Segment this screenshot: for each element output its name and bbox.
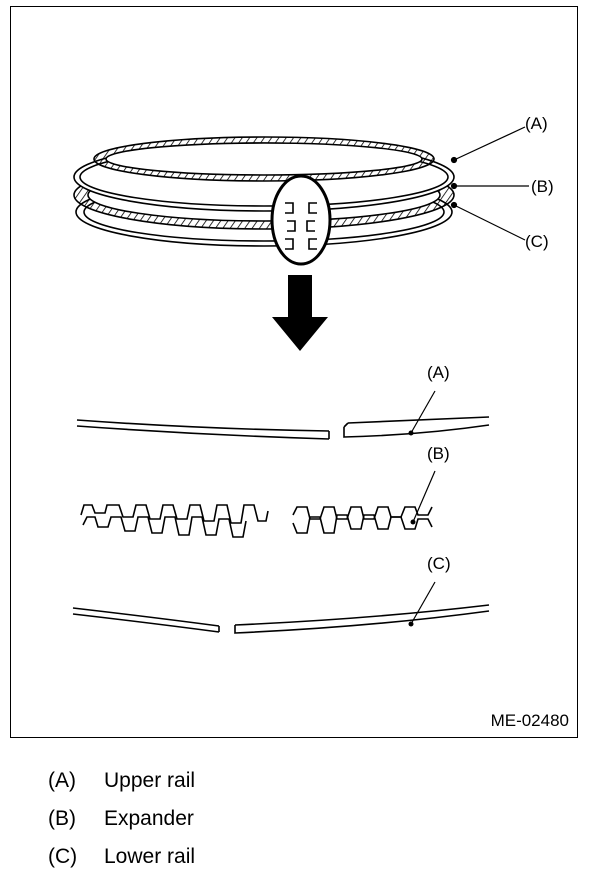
piston-ring-diagram: (A) (B) (C) (A) (B) [72,114,554,634]
legend-key: (B) [48,807,76,830]
legend-key: (A) [48,769,76,792]
callout-c-top: (C) [525,232,549,251]
legend-label: Lower rail [104,845,196,868]
callout-c-detail: (C) [427,554,451,573]
legend-label: Expander [104,807,194,830]
callout-b-detail: (B) [427,444,450,463]
figure-code: ME-02480 [490,711,569,730]
top-callouts [450,126,529,241]
callout-a-detail: (A) [427,363,450,382]
callout-a-top: (A) [525,114,548,133]
legend: (A) Upper rail (B) Expander (C) Lower ra… [48,762,195,876]
lower-rail-detail [72,604,490,634]
legend-label: Upper rail [104,769,196,792]
legend-item: (B) Expander [48,800,195,838]
callout-b-top: (B) [531,177,554,196]
legend-key: (C) [48,845,78,868]
gap-detail-oval [270,174,332,266]
upper-rail-detail [76,416,490,440]
legend-item: (C) Lower rail [48,838,195,876]
figure-frame: (A) (B) (C) (A) (B) [10,6,578,738]
expander-detail [80,504,433,538]
upper-rail-ring [73,136,455,212]
legend-item: (A) Upper rail [48,762,195,800]
down-arrow-icon [272,275,328,351]
ring-assembly [73,136,455,247]
